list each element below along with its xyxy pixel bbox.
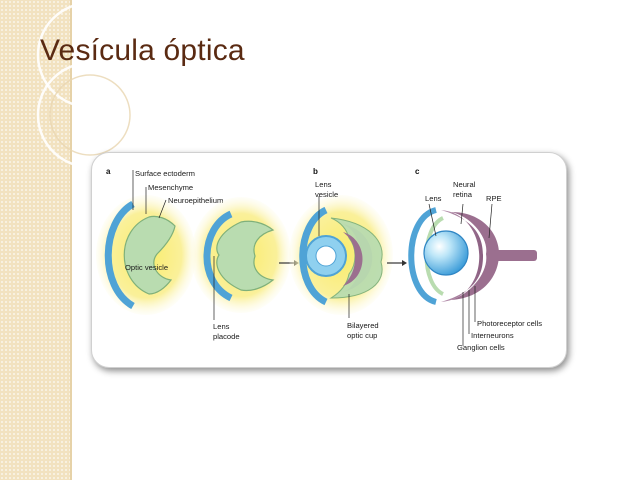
label-neural-retina-line1: Neural xyxy=(453,180,476,189)
leader-neuroepithelium xyxy=(158,199,167,219)
label-neural-retina-line2: retina xyxy=(453,190,473,199)
label-optic-cup-line1: Bilayered xyxy=(347,321,379,330)
panel-letter-b: b xyxy=(313,167,318,176)
invaginating-vesicle xyxy=(216,220,275,292)
label-lens-vesicle-line1: Lens xyxy=(315,180,332,189)
label-optic-cup-line2: optic cup xyxy=(347,331,377,340)
inner-rpe-b xyxy=(343,232,363,286)
panel-letter-c: c xyxy=(415,167,420,176)
cornea-ectoderm-c xyxy=(408,207,438,305)
optic-vesicle-a xyxy=(123,215,176,295)
label-optic-vesicle: Optic vesicle xyxy=(125,263,168,272)
label-mesenchyme: Mesenchyme xyxy=(148,183,193,192)
optic-vesicle-stage xyxy=(96,195,196,315)
eye-development-diagram: a b c Surface ectoderm Mesenchyme Neuroe… xyxy=(96,167,542,352)
side-band-edge xyxy=(70,0,72,480)
mature-eye-stage xyxy=(408,202,537,310)
leader-lens-c xyxy=(428,203,437,237)
lens-placode-stage xyxy=(191,197,291,313)
label-neuroepithelium: Neuroepithelium xyxy=(168,196,223,205)
surface-ectoderm-a xyxy=(104,200,135,310)
label-lens-placode-line1: Lens xyxy=(213,322,230,331)
label-ganglion-cells: Ganglion cells xyxy=(457,343,505,352)
label-photoreceptor-cells: Photoreceptor cells xyxy=(477,319,542,328)
leader-neural-retina xyxy=(460,203,464,225)
arrow-stage-2 xyxy=(387,260,407,266)
leader-rpe xyxy=(488,203,493,239)
lens-c xyxy=(423,230,469,276)
label-surface-ectoderm: Surface ectoderm xyxy=(135,169,195,178)
label-lens-vesicle-line2: vesicle xyxy=(315,190,338,199)
label-rpe: RPE xyxy=(486,194,502,203)
label-lens-placode-line2: placode xyxy=(213,332,240,341)
label-lens-c: Lens xyxy=(425,194,442,203)
surface-ectoderm-b xyxy=(299,206,328,306)
optic-cup-stage xyxy=(289,195,393,315)
panel-letter-a: a xyxy=(106,167,111,176)
label-interneurons: Interneurons xyxy=(471,331,514,340)
surface-ectoderm-placode xyxy=(203,210,233,302)
optic-nerve xyxy=(493,250,537,261)
decorative-rings xyxy=(36,1,144,169)
lens-vesicle-lumen xyxy=(315,245,337,267)
slide-title: Vesícula óptica xyxy=(40,34,245,67)
decorative-side-band xyxy=(0,0,70,480)
rpe-c xyxy=(451,212,499,300)
